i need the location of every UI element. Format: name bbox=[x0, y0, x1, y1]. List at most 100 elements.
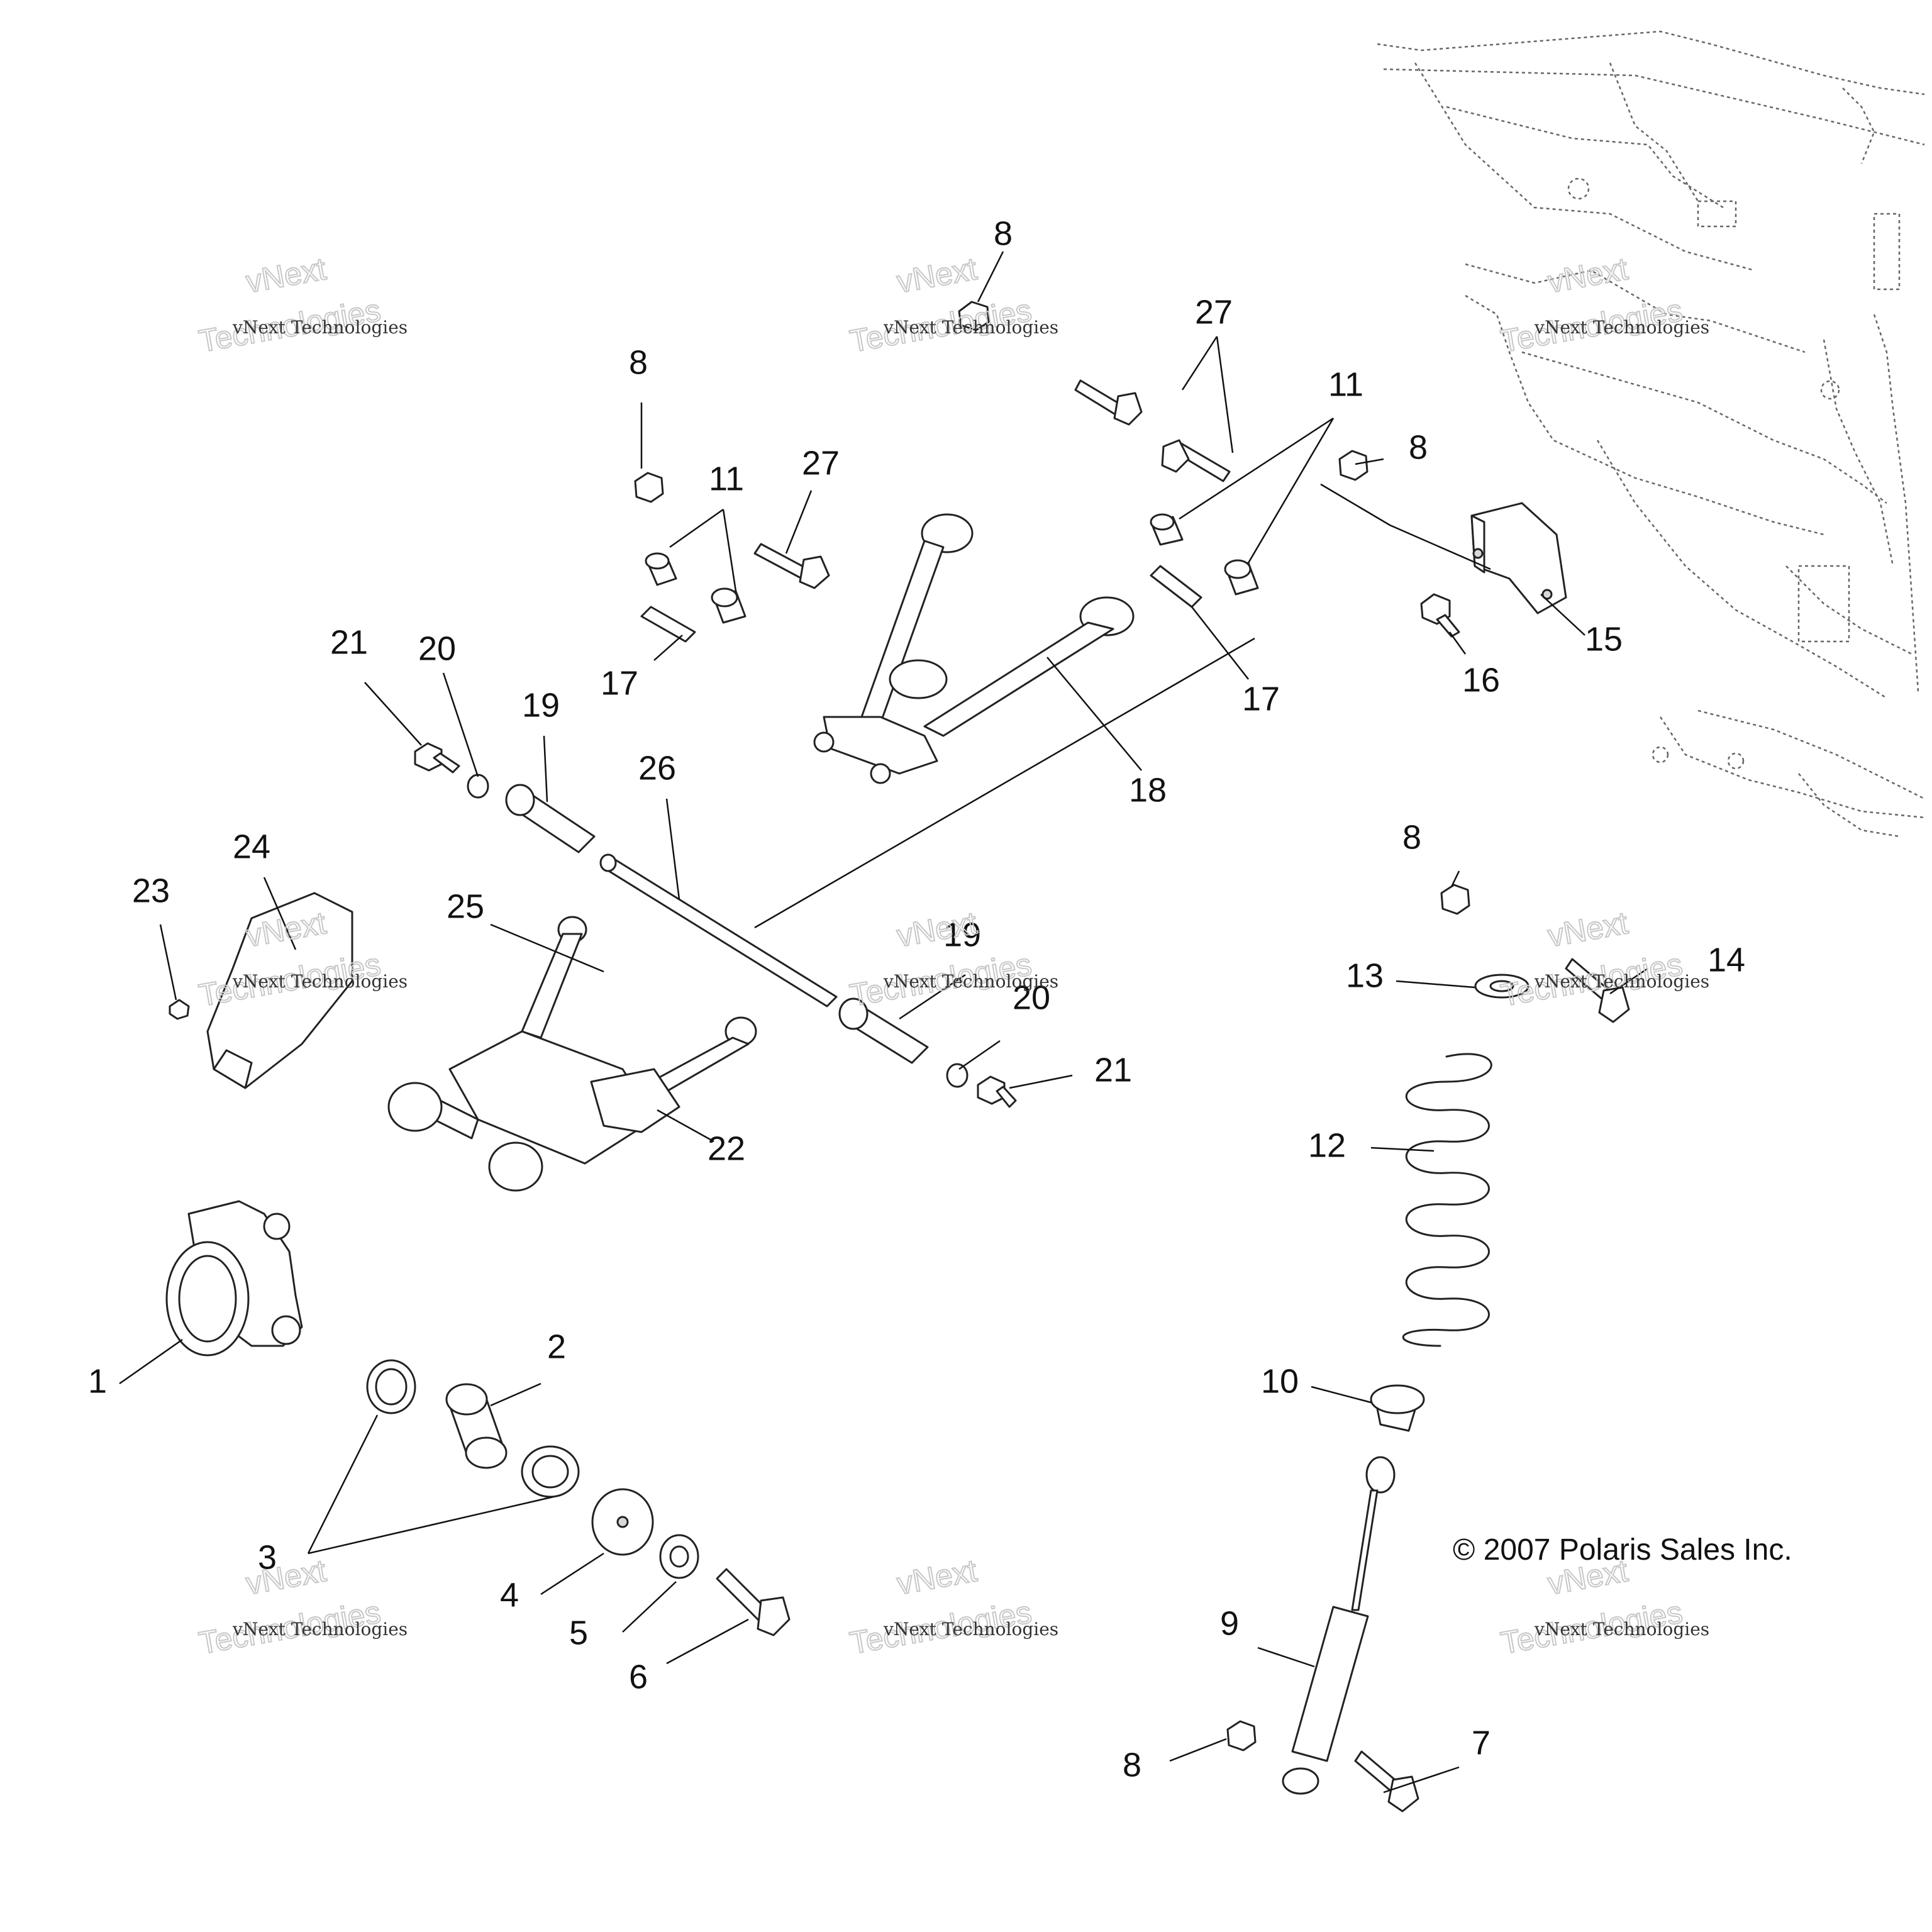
callout-7: 7 bbox=[1472, 1724, 1491, 1762]
callout-20-left: 20 bbox=[418, 630, 456, 667]
bushing-part-a bbox=[645, 552, 677, 586]
watermark-top-right: vNext Technologies vNext Technologies bbox=[1497, 250, 1709, 360]
bushing-sleeve-part bbox=[445, 1383, 508, 1469]
svg-text:vNext Technologies: vNext Technologies bbox=[1534, 1619, 1709, 1640]
callout-8-shock: 8 bbox=[1123, 1746, 1141, 1784]
callout-14: 14 bbox=[1707, 941, 1745, 979]
svg-text:vNext: vNext bbox=[894, 1553, 980, 1601]
callout-23: 23 bbox=[132, 872, 170, 909]
callout-8-top: 8 bbox=[994, 214, 1013, 252]
callout-17-right: 17 bbox=[1242, 680, 1280, 718]
bolt-part-bracket bbox=[1420, 593, 1460, 638]
callout-5: 5 bbox=[569, 1614, 588, 1652]
bushing-part-c bbox=[1150, 513, 1184, 546]
svg-text:vNext: vNext bbox=[243, 1553, 329, 1601]
nut-part-top-center bbox=[958, 301, 990, 331]
svg-text:vNext: vNext bbox=[243, 251, 329, 299]
screw-part-guard bbox=[169, 999, 190, 1020]
svg-text:vNext Technologies: vNext Technologies bbox=[232, 971, 408, 992]
pivot-sleeve-part-right bbox=[838, 997, 929, 1064]
callout-25: 25 bbox=[447, 887, 484, 925]
bolt-part-pivot-left bbox=[414, 742, 460, 774]
callout-15: 15 bbox=[1585, 620, 1623, 658]
callout-13: 13 bbox=[1346, 957, 1384, 994]
callout-21-left: 21 bbox=[330, 623, 368, 661]
upper-a-arm-part bbox=[813, 513, 1135, 784]
pivot-pin-part-left bbox=[640, 606, 696, 643]
callout-1: 1 bbox=[88, 1362, 107, 1400]
callout-22: 22 bbox=[708, 1130, 745, 1167]
callout-9: 9 bbox=[1220, 1604, 1239, 1642]
callout-27-right: 27 bbox=[1195, 293, 1233, 331]
callout-12: 12 bbox=[1308, 1126, 1346, 1164]
spring-retainer-part bbox=[1370, 1384, 1425, 1432]
lower-a-arm-part bbox=[387, 916, 757, 1192]
callout-3: 3 bbox=[258, 1538, 277, 1576]
washer-part-left bbox=[467, 774, 489, 799]
nut-part-shock bbox=[1226, 1720, 1257, 1752]
svg-text:vNext Technologies: vNext Technologies bbox=[1534, 317, 1709, 338]
callout-11-right: 11 bbox=[1328, 365, 1363, 403]
bolt-part-upper-a bbox=[753, 543, 830, 589]
leader-lines bbox=[119, 251, 1648, 1794]
pivot-sleeve-part-left bbox=[505, 784, 596, 853]
svg-text:vNext Technologies: vNext Technologies bbox=[232, 317, 408, 338]
callout-4: 4 bbox=[500, 1576, 519, 1614]
watermark-bottom-center: vNext Technologies vNext Technologies bbox=[847, 1552, 1058, 1662]
bearing-part-lower bbox=[521, 1445, 580, 1498]
vehicle-frame-outline bbox=[1377, 30, 1925, 838]
svg-text:vNext Technologies: vNext Technologies bbox=[232, 1619, 408, 1640]
bolt-part-lower bbox=[716, 1568, 791, 1636]
callout-21-right: 21 bbox=[1094, 1051, 1132, 1089]
svg-text:vNext: vNext bbox=[1545, 905, 1631, 953]
callout-26: 26 bbox=[638, 749, 676, 787]
svg-text:vNext: vNext bbox=[894, 251, 980, 299]
a-arm-guard-part bbox=[206, 892, 353, 1089]
large-washer-part bbox=[591, 1488, 654, 1556]
copyright-notice: © 2007 Polaris Sales Inc. bbox=[1453, 1533, 1792, 1567]
coil-spring-part bbox=[1402, 1053, 1492, 1347]
callout-16: 16 bbox=[1462, 661, 1500, 699]
pivot-pin-part-right bbox=[1150, 565, 1202, 608]
watermark-top-left: vNext Technologies vNext Technologies bbox=[196, 250, 408, 360]
nut-part-left bbox=[634, 472, 664, 503]
callout-10: 10 bbox=[1261, 1362, 1299, 1400]
callout-20-right: 20 bbox=[1013, 979, 1050, 1016]
callout-2: 2 bbox=[547, 1328, 566, 1365]
callout-11-left: 11 bbox=[709, 460, 744, 497]
callout-19-right: 19 bbox=[943, 916, 981, 953]
washer-part-right bbox=[946, 1063, 969, 1088]
mounting-bracket-part bbox=[1470, 502, 1567, 614]
bolt-part-upper-c bbox=[1161, 439, 1231, 482]
nut-part-spring bbox=[1440, 884, 1470, 915]
bearing-part-upper bbox=[366, 1359, 416, 1414]
callout-8-spring: 8 bbox=[1402, 818, 1421, 856]
bolt-part-upper-b bbox=[1074, 379, 1143, 426]
callout-labels: 1 2 3 4 5 6 7 8 9 10 12 13 14 15 16 8 8 … bbox=[88, 214, 1745, 1784]
shock-bolt-part bbox=[1354, 1750, 1419, 1813]
bushing-part-d bbox=[1224, 559, 1259, 596]
nut-part-right bbox=[1338, 450, 1368, 481]
spring-upper-retainer-part bbox=[1474, 974, 1530, 999]
svg-text:vNext: vNext bbox=[1545, 251, 1631, 299]
svg-text:vNext Technologies: vNext Technologies bbox=[883, 1619, 1058, 1640]
small-washer-part bbox=[659, 1534, 699, 1579]
bushing-part-b bbox=[711, 587, 747, 624]
watermark-top-center: vNext Technologies vNext Technologies bbox=[847, 250, 1058, 360]
callout-24: 24 bbox=[233, 828, 270, 865]
callout-19-left: 19 bbox=[522, 686, 560, 724]
callout-18: 18 bbox=[1129, 771, 1167, 809]
callout-8-right: 8 bbox=[1409, 428, 1428, 466]
callout-27-left: 27 bbox=[802, 444, 840, 482]
svg-text:vNext Technologies: vNext Technologies bbox=[883, 971, 1058, 992]
bolt-part-pivot-right bbox=[977, 1075, 1017, 1108]
callout-8-left: 8 bbox=[629, 343, 648, 381]
svg-text:vNext Technologies: vNext Technologies bbox=[1534, 971, 1709, 992]
svg-text:vNext Technologies: vNext Technologies bbox=[883, 317, 1058, 338]
long-pivot-shaft-part bbox=[599, 853, 838, 1008]
watermark-bottom-left: vNext Technologies vNext Technologies bbox=[196, 1552, 408, 1662]
callout-6: 6 bbox=[629, 1658, 648, 1696]
shock-absorber-part bbox=[1282, 1456, 1396, 1795]
callout-17-left: 17 bbox=[601, 664, 638, 702]
